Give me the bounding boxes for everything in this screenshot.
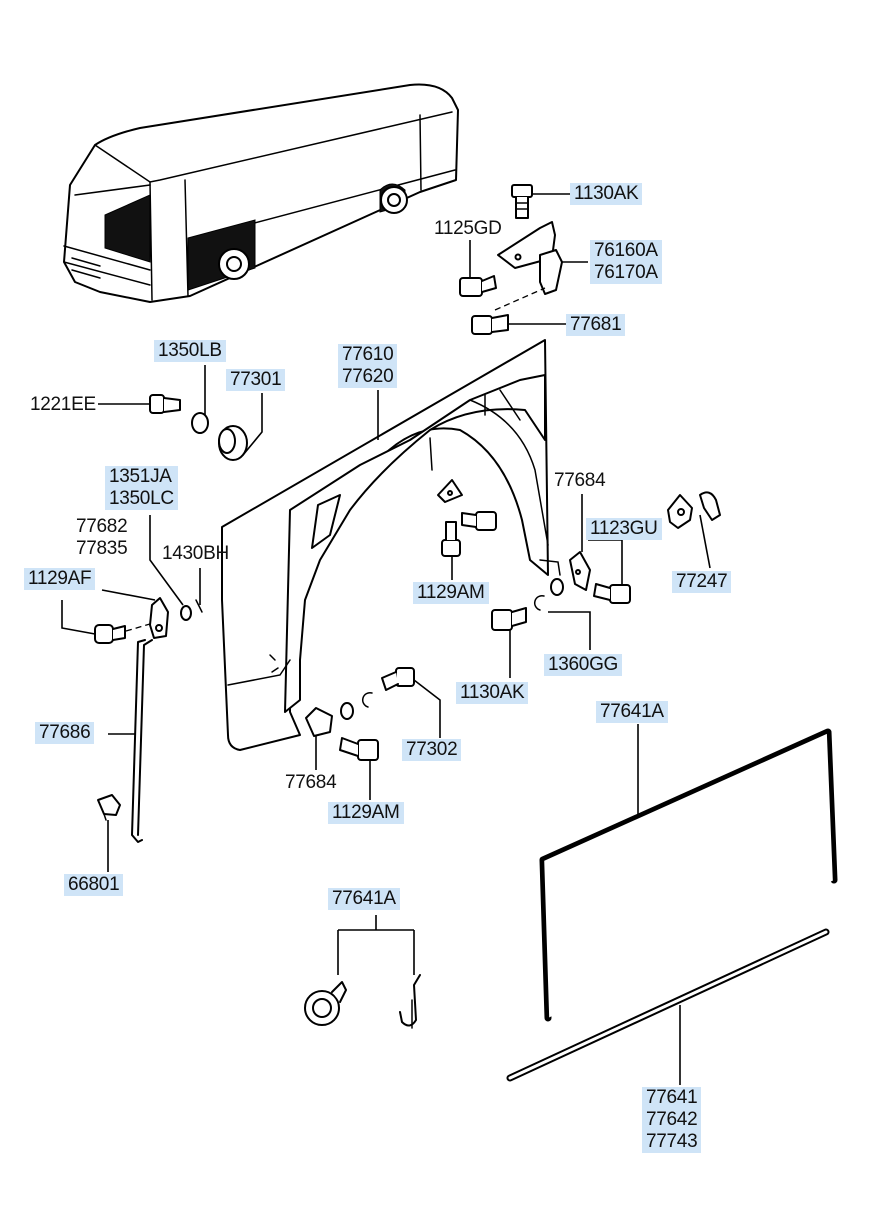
label-77620: 77620 [342,366,394,387]
leader-1351JA [149,515,184,606]
bolt-1129AM-mid [441,521,461,557]
clip-66801 [97,794,121,821]
label-77247[interactable]: 77247 [672,571,732,593]
label-1130AK-low[interactable]: 1130AK [456,682,529,704]
label-1360GG[interactable]: 1360GG [544,654,623,676]
washer-1350LC [180,605,192,621]
label-1350LC: 1350LC [109,488,174,509]
label-1125GD[interactable]: 1125GD [434,218,502,239]
label-77610-77620[interactable]: 77610 77620 [338,344,398,388]
label-77641: 77641 [646,1087,698,1108]
bolt-1130AK-top [511,184,533,219]
clip-plate-center [437,479,463,503]
bolt-1129AM-low [339,737,379,761]
bolt-1129AF [94,624,126,644]
ring-1360GG [534,594,545,611]
dash-1129AF [125,623,151,632]
label-1221EE[interactable]: 1221EE [30,394,96,415]
seal-frame-77641A [539,728,838,1022]
label-1430BH[interactable]: 1430BH [162,543,229,564]
bolt-1130AK-low [491,607,527,631]
label-1129AM-mid[interactable]: 1129AM [413,582,489,604]
bolt-77302 [381,667,415,691]
leader-77641A-mid [337,915,415,975]
washers-low [340,691,373,720]
clip-77641A-hook [399,974,421,1029]
leader-1123GU [588,539,623,585]
label-77743: 77743 [646,1131,698,1152]
bolt-center [461,511,497,531]
label-77641A-right[interactable]: 77641A [596,701,668,723]
bus-illustration [63,83,459,303]
leader-77247 [699,514,711,569]
label-77682: 77682 [76,516,128,537]
label-1351JA: 1351JA [109,466,172,487]
label-77681[interactable]: 77681 [566,314,626,336]
label-77835: 77835 [76,538,128,559]
bolt-1125GD [459,275,497,297]
strip-77641 [506,928,830,1082]
label-76160A: 76160A [594,240,658,261]
label-77686[interactable]: 77686 [35,722,95,744]
leader-77301 [242,393,263,456]
label-76170A: 76170A [594,262,658,283]
leader-1129AF [61,600,96,635]
label-77642: 77642 [646,1109,698,1130]
label-1123GU[interactable]: 1123GU [586,518,662,540]
label-76160A-76170A[interactable]: 76160A 76170A [590,240,662,284]
label-77610: 77610 [342,344,394,365]
bracket-77682 [149,597,169,639]
label-77641-77642-77743[interactable]: 77641 77642 77743 [642,1087,702,1153]
pin-1430BH [195,599,203,613]
washer-right [550,578,564,596]
leader-77302 [413,679,441,738]
label-77641A-mid[interactable]: 77641A [328,888,400,910]
clip-77641A-ring [304,981,347,1026]
bracket-77684-right [569,551,591,591]
dash-77681 [494,287,546,311]
label-77682-77835[interactable]: 77682 77835 [74,516,129,560]
bolt-1123GU [593,583,631,604]
label-1130AK-top[interactable]: 1130AK [570,183,643,205]
leader-1360GG [548,611,591,650]
label-77684-low[interactable]: 77684 [285,772,337,793]
bracket-76160A [497,221,563,295]
grommet-77301 [218,425,248,461]
label-77302[interactable]: 77302 [402,739,462,761]
label-77301[interactable]: 77301 [226,369,286,391]
label-66801[interactable]: 66801 [64,874,124,896]
bracket-77684-low [305,707,333,737]
leader-77682 [101,589,156,601]
screw-1221EE [149,394,181,414]
label-1129AM-low[interactable]: 1129AM [328,802,404,824]
washer-1350LB [191,412,209,434]
label-1351JA-1350LC[interactable]: 1351JA 1350LC [105,466,178,510]
label-1350LB[interactable]: 1350LB [154,340,226,362]
mudguard-77610 [221,339,561,751]
label-77684-right[interactable]: 77684 [554,470,606,491]
label-1129AF[interactable]: 1129AF [24,568,96,590]
clip-77247 [667,491,721,529]
bolt-77681 [471,314,509,335]
rod-77686 [131,639,153,843]
